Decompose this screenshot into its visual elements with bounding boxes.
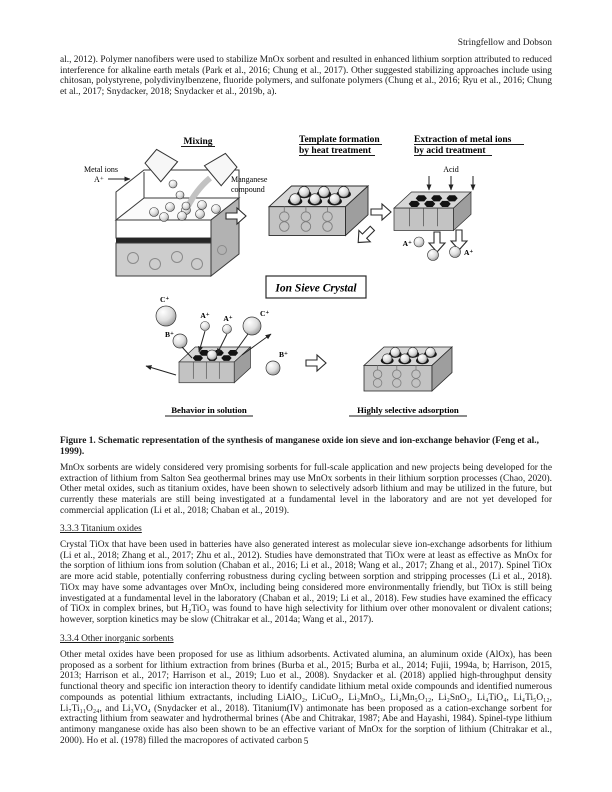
b-ion-label: B⁺ [279, 350, 288, 359]
manganese-label-line1: Manganese [231, 175, 268, 184]
stage-behavior-illustration: C⁺ B⁺ A⁺ A⁺ C⁺ B⁺ Behavior in solution [145, 295, 288, 417]
running-head: Stringfellow and Dobson [457, 38, 552, 48]
stage3-title-line1: Extraction of metal ions [414, 135, 512, 145]
flow-arrow-down-left-icon [351, 222, 379, 249]
metal-ions-label: Metal ions [84, 165, 118, 174]
extraction-down-arrow-icon [428, 231, 446, 253]
bucket-left [141, 145, 179, 183]
stage-extraction-illustration: Acid A⁺ A⁺ [394, 165, 476, 261]
figure-1-schematic: Mixing Template formation by heat treatm… [84, 135, 524, 417]
stage1-title: Mixing [183, 137, 212, 147]
c-ion-label: C⁺ [160, 295, 169, 304]
acid-label: Acid [443, 165, 459, 174]
ion-sieve-crystal-label: Ion Sieve Crystal [274, 283, 357, 295]
stage2-title-line2: by heat treatment [299, 146, 372, 156]
stage3-title-line2: by acid treatment [414, 146, 486, 156]
paragraph-polymer-stabilization: al., 2012). Polymer nanofibers were used… [60, 55, 552, 98]
paragraph-other-inorganic-sorbents: Other metal oxides have been proposed fo… [60, 650, 552, 746]
stage2-title-line1: Template formation [299, 135, 380, 145]
flow-arrow-right-icon [305, 354, 327, 372]
stage-adsorption-illustration: Highly selective adsorption [349, 347, 467, 417]
highly-selective-adsorption-label: Highly selective adsorption [357, 405, 459, 415]
stage-mixing-illustration: Metal ions A⁺ Manganese compound [84, 145, 268, 278]
ion-sieve-crystal-box: Ion Sieve Crystal [265, 275, 367, 299]
section-heading-titanium-oxides: 3.3.3 Titanium oxides [60, 524, 142, 534]
manganese-label-line2: compound [231, 185, 265, 194]
extracted-ion-label: A⁺ [464, 248, 473, 257]
stage-template-illustration [269, 186, 368, 236]
page-number: 5 [303, 737, 309, 747]
paragraph-titanium-oxides: Crystal TiOx that have been used in batt… [60, 540, 552, 625]
section-heading-other-inorganic-sorbents: 3.3.4 Other inorganic sorbents [60, 634, 174, 644]
extracted-ion-label: A⁺ [403, 239, 412, 248]
c-ion-label: C⁺ [260, 309, 269, 318]
a-ion-label: A⁺ [223, 314, 232, 323]
metal-ions-a-label: A⁺ [94, 175, 104, 184]
a-ion-label: A⁺ [200, 311, 209, 320]
behavior-in-solution-label: Behavior in solution [171, 405, 247, 415]
b-ion-label: B⁺ [165, 330, 174, 339]
figure-caption: Figure 1. Schematic representation of th… [60, 436, 539, 457]
flow-arrow-right-icon [370, 203, 392, 221]
paragraph-mnox-sorbents: MnOx sorbents are widely considered very… [60, 463, 552, 516]
